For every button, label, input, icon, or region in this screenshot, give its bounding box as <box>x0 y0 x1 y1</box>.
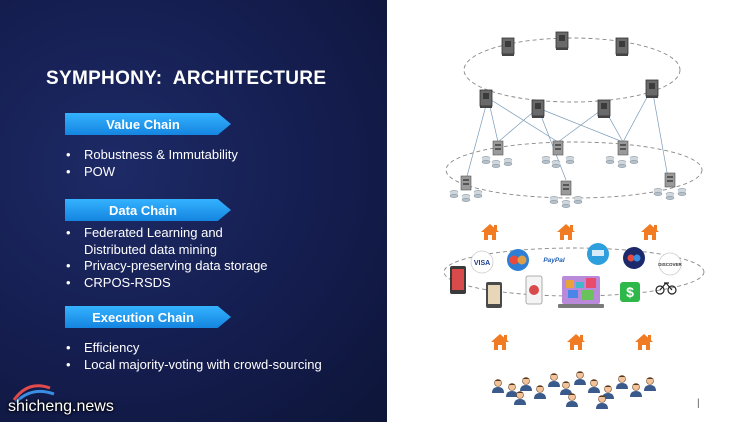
bullet-item: Efficiency <box>64 340 322 357</box>
paypal-label: PayPal <box>543 257 565 264</box>
execution-chain-banner: Execution Chain <box>65 306 231 328</box>
visa-label: VISA <box>474 260 490 267</box>
server-cluster <box>481 140 513 169</box>
tower-node-icon <box>645 79 659 99</box>
bullet-item: CRPOS-RSDS <box>64 275 268 292</box>
mastercard-logo-icon <box>507 249 529 271</box>
bullet-text: Federated Learning and <box>84 225 223 240</box>
crowd-icon <box>491 371 657 410</box>
server-cluster <box>541 140 575 169</box>
discover-label: DISCOVER <box>658 262 682 267</box>
bullet-item: Local majority-voting with crowd-sourcin… <box>64 357 322 374</box>
phone-app-icon <box>525 275 543 305</box>
value-chain-banner: Value Chain <box>65 113 231 135</box>
paypal-logo-icon: PayPal <box>543 257 565 264</box>
value-chain-ring <box>463 37 681 103</box>
server-cluster <box>449 175 483 203</box>
bullet-text: Distributed data mining <box>84 241 217 257</box>
tower-node-icon <box>501 37 515 57</box>
connection-lines <box>465 87 669 181</box>
swirl-logo-icon <box>12 384 55 404</box>
data-chain-bullets: Federated Learning and Distributed data … <box>64 225 268 291</box>
data-chain-banner: Data Chain <box>65 199 231 221</box>
server-cluster <box>549 180 583 209</box>
bullet-item: Robustness & Immutability <box>64 147 238 164</box>
page-number: | <box>697 398 700 409</box>
app-collage-icon <box>558 276 604 308</box>
house-icon <box>641 224 659 240</box>
house-icon <box>635 334 653 350</box>
bullet-item: POW <box>64 164 238 181</box>
bullet-item: Privacy-preserving data storage <box>64 258 268 275</box>
visa-logo-icon: VISA <box>470 250 494 274</box>
execution-chain-bullets: Efficiency Local majority-voting with cr… <box>64 340 322 373</box>
bullet-item: Federated Learning and Distributed data … <box>64 225 268 258</box>
tower-node-icon <box>615 37 629 57</box>
tower-node-icon <box>597 99 611 119</box>
tower-node-icon <box>531 99 545 119</box>
credit-card-logo-icon <box>623 247 645 269</box>
slide-title: SYMPHONY: ARCHITECTURE <box>46 68 327 89</box>
phone-app-icon <box>450 266 466 294</box>
discover-logo-icon: DISCOVER <box>658 252 682 276</box>
architecture-diagram: VISA PayPal DISCOVER <box>443 31 705 410</box>
phone-app-icon <box>486 282 502 308</box>
house-icon <box>481 224 499 240</box>
server-cluster <box>653 172 687 201</box>
house-icon <box>491 334 509 350</box>
left-panel: SYMPHONY: ARCHITECTURE Value Chain Robus… <box>0 0 387 422</box>
watermark-text: shicheng.news <box>8 398 114 415</box>
house-icon <box>567 334 585 350</box>
svg-text:$: $ <box>626 284 634 300</box>
house-icon <box>557 224 575 240</box>
cash-app-icon: $ <box>620 282 640 302</box>
data-chain-ring <box>445 141 703 199</box>
tower-node-icon <box>555 31 569 51</box>
tower-node-icon <box>479 89 493 109</box>
app-badge-icon <box>587 243 609 265</box>
value-chain-bullets: Robustness & Immutability POW <box>64 147 238 180</box>
bicycle-icon <box>655 282 677 295</box>
